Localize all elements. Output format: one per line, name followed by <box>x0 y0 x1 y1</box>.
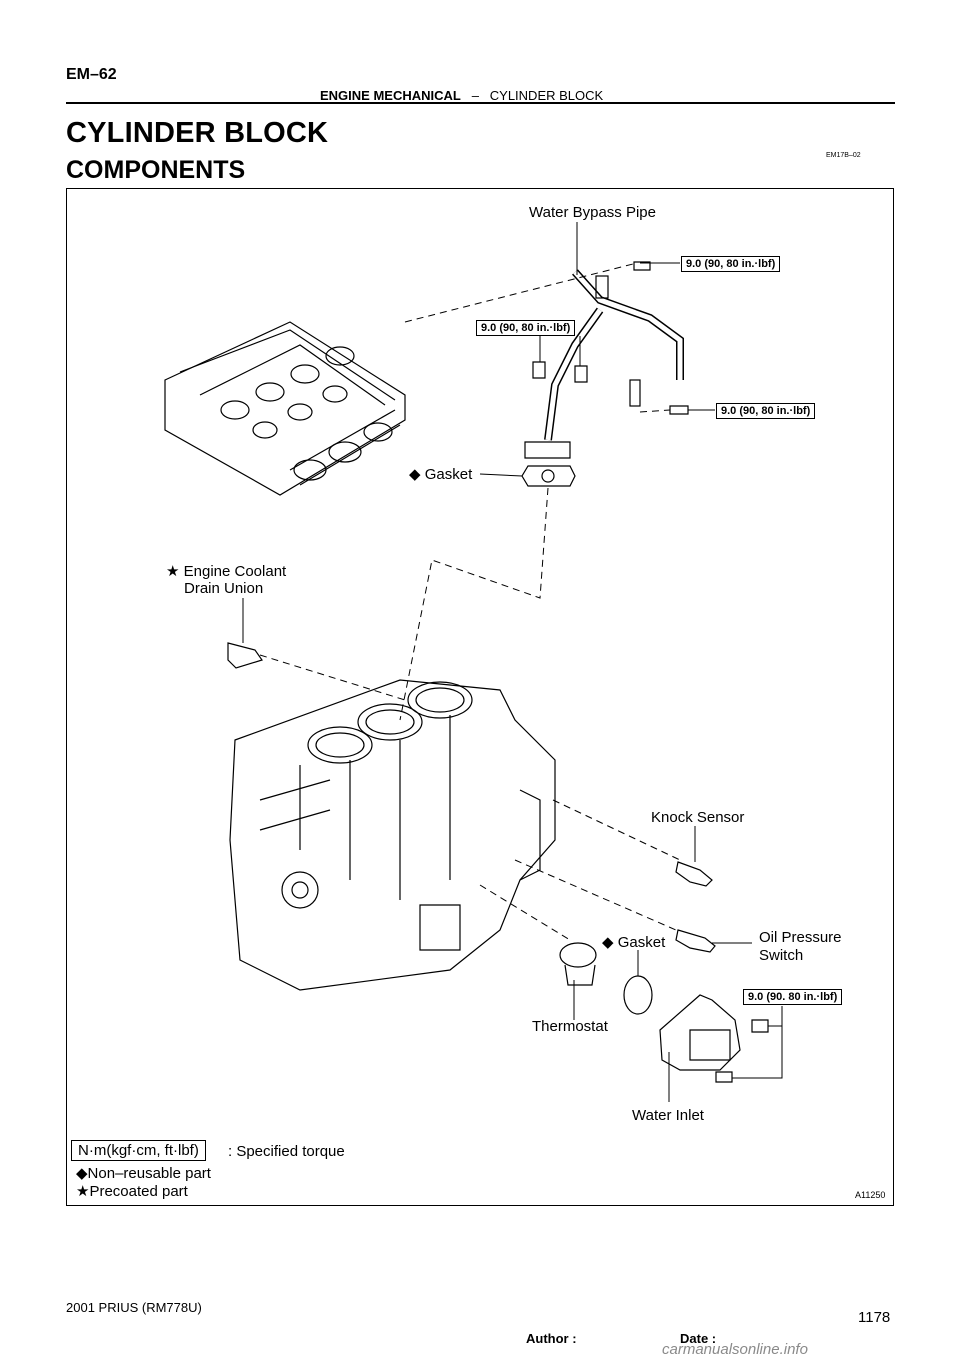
legend-precoated-text: Precoated part <box>89 1183 188 1200</box>
water-bypass-pipe-drawing <box>524 269 684 459</box>
legend-unit-desc: : Specified torque <box>228 1143 345 1160</box>
cylinder-block-drawing <box>229 679 556 991</box>
header-rule <box>66 102 895 104</box>
star-icon: ★ <box>166 563 180 580</box>
footer-author-label: Author : <box>526 1331 577 1346</box>
torque-spec-3: 9.0 (90, 80 in.·lbf) <box>716 403 816 419</box>
page-code: EM–62 <box>66 66 117 83</box>
diamond-icon: ◆ <box>602 934 614 951</box>
figure-id: A11250 <box>855 1190 886 1200</box>
drain-union-line1: Engine Coolant <box>183 563 287 580</box>
legend-nonreusable: ◆Non–reusable part <box>76 1164 211 1182</box>
header-section-title: ENGINE MECHANICAL – CYLINDER BLOCK <box>320 88 603 103</box>
assembly-dashed-lines <box>259 263 681 941</box>
lower-gasket-drawing <box>623 975 653 1015</box>
torque-spec-4: 9.0 (90. 80 in.·lbf) <box>743 989 843 1005</box>
label-oil-pressure-line1: Oil Pressure <box>759 929 842 946</box>
header-section-bold: ENGINE MECHANICAL <box>320 88 461 103</box>
drain-union-drawing <box>227 642 263 669</box>
torque-spec-2: 9.0 (90, 80 in.·lbf) <box>476 320 576 336</box>
diamond-icon: ◆ <box>76 1165 88 1182</box>
legend-precoated: ★Precoated part <box>76 1182 188 1200</box>
legend-unit-box: N·m(kgf·cm, ft·lbf) <box>71 1140 206 1161</box>
pipe-bolts-drawing <box>532 261 689 415</box>
cylinder-head-drawing <box>164 321 406 496</box>
section-title: CYLINDER BLOCK <box>66 117 329 149</box>
drain-union-line2: Drain Union <box>184 580 264 597</box>
water-inlet-drawing <box>659 994 769 1083</box>
leader-lines <box>242 222 783 1102</box>
label-knock-sensor: Knock Sensor <box>651 809 745 826</box>
diamond-icon: ◆ <box>409 466 421 483</box>
header-separator: – <box>471 88 479 103</box>
knock-sensor-drawing <box>675 861 713 887</box>
figure-frame <box>66 188 894 1206</box>
gasket-lower-text: Gasket <box>617 934 666 951</box>
label-thermostat: Thermostat <box>532 1018 608 1035</box>
oil-pressure-switch-drawing <box>675 929 716 953</box>
star-icon: ★ <box>76 1183 90 1200</box>
label-water-bypass-pipe: Water Bypass Pipe <box>529 204 656 221</box>
torque-spec-1: 9.0 (90, 80 in.·lbf) <box>681 256 781 272</box>
label-drain-union: ★ Engine Coolant <box>166 562 286 580</box>
label-gasket-upper: ◆ Gasket <box>409 465 472 483</box>
thermostat-drawing <box>559 942 597 986</box>
header-section-sub: CYLINDER BLOCK <box>489 88 604 103</box>
footer-date-label: Date : <box>680 1331 717 1346</box>
watermark-text: carmanualsonline.info <box>662 1341 808 1358</box>
legend-nonreusable-text: Non–reusable part <box>87 1165 211 1182</box>
label-gasket-lower: ◆ Gasket <box>602 933 665 951</box>
upper-gasket-drawing <box>521 465 576 487</box>
footer-page-number: 1178 <box>858 1309 891 1326</box>
label-oil-pressure-line2: Switch <box>759 947 804 964</box>
label-water-inlet: Water Inlet <box>632 1107 704 1124</box>
footer-model: 2001 PRIUS (RM778U) <box>66 1300 202 1315</box>
subsection-title: COMPONENTS <box>66 156 246 184</box>
document-id: EM17B–02 <box>826 152 861 159</box>
gasket-upper-text: Gasket <box>424 466 473 483</box>
